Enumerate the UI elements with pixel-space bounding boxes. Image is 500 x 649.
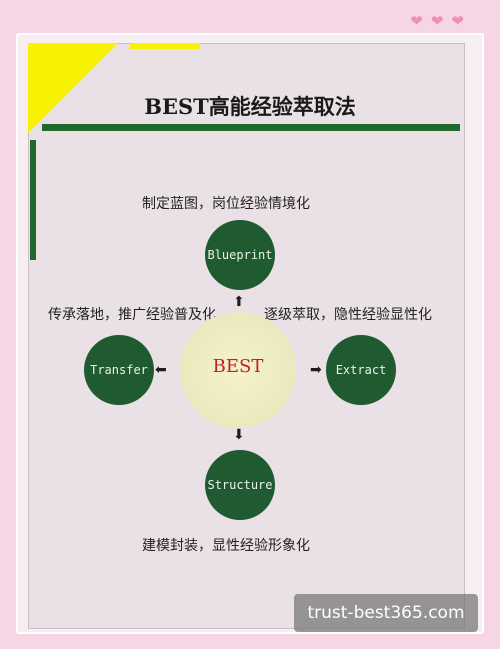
blueprint-node: Blueprint	[205, 220, 275, 290]
heart-icon: ❤	[451, 12, 464, 30]
title-underline	[42, 124, 460, 131]
decorative-hearts: ❤ ❤ ❤	[410, 14, 464, 29]
arrow-right-icon: ➡	[310, 362, 322, 378]
extract-description: 逐级萃取，隐性经验显性化	[264, 307, 432, 323]
blueprint-description: 制定蓝图，岗位经验情境化	[142, 196, 310, 212]
center-label: BEST	[212, 356, 264, 377]
watermark: trust-best365.com	[294, 594, 478, 632]
structure-node: Structure	[205, 450, 275, 520]
extract-node: Extract	[326, 335, 396, 405]
arrow-down-icon: ⬇	[233, 427, 245, 443]
center-circle	[180, 312, 296, 428]
green-side-bar	[30, 140, 36, 260]
structure-description: 建模封装，显性经验形象化	[142, 538, 310, 554]
yellow-corner-decoration	[28, 43, 118, 133]
transfer-node: Transfer	[84, 335, 154, 405]
arrow-up-icon: ⬆	[233, 294, 245, 310]
transfer-description: 传承落地，推广经验普及化	[48, 307, 216, 323]
heart-icon: ❤	[430, 12, 444, 30]
arrow-left-icon: ⬅	[155, 362, 167, 378]
page-title: BEST高能经验萃取法	[144, 94, 356, 119]
heart-icon: ❤	[410, 12, 423, 30]
yellow-top-bar	[130, 43, 200, 49]
